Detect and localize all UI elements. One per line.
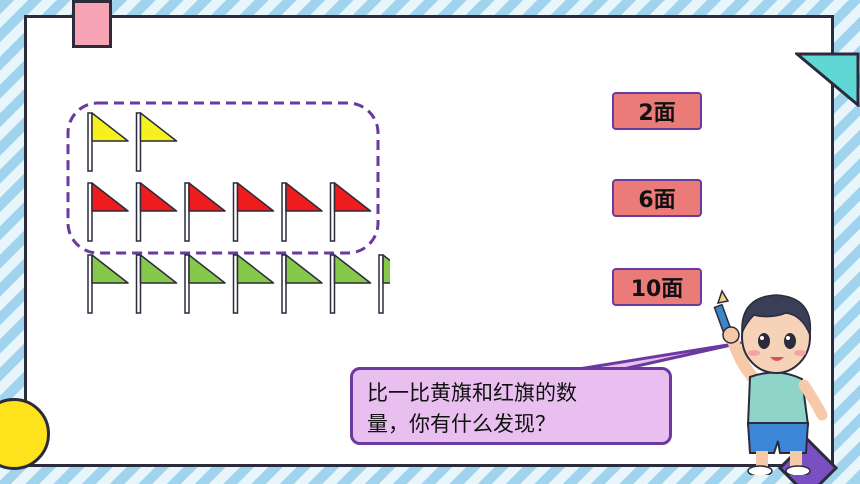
green-flag bbox=[281, 254, 323, 314]
green-count-label: 10面 bbox=[612, 268, 702, 306]
green-flag bbox=[135, 254, 178, 314]
red-flag bbox=[281, 182, 323, 242]
yellow-flag-row bbox=[87, 112, 178, 172]
question-line-2: 量，你有什么发现？ bbox=[367, 412, 556, 436]
green-flag bbox=[329, 254, 372, 314]
green-flag bbox=[378, 254, 390, 314]
green-flag bbox=[184, 254, 226, 314]
yellow-count-label: 2面 bbox=[612, 92, 702, 130]
question-line-1: 比一比黄旗和红旗的数 bbox=[367, 381, 577, 405]
yellow-red-group-outline bbox=[66, 101, 380, 255]
green-flag bbox=[87, 254, 129, 314]
pink-tab-decoration bbox=[72, 0, 112, 48]
flags-illustration bbox=[66, 101, 390, 314]
boy-with-pen-illustration bbox=[713, 289, 828, 475]
green-flag bbox=[232, 254, 275, 314]
question-speech-bubble: 比一比黄旗和红旗的数 量，你有什么发现？ bbox=[350, 367, 672, 445]
red-count-label: 6面 bbox=[612, 179, 702, 217]
red-flag bbox=[232, 182, 275, 242]
red-flag bbox=[87, 182, 129, 242]
teal-triangle-decoration bbox=[795, 52, 860, 107]
red-flag bbox=[184, 182, 226, 242]
red-flag bbox=[329, 182, 372, 242]
red-flag bbox=[135, 182, 178, 242]
green-flag-row bbox=[87, 254, 390, 314]
yellow-flag bbox=[135, 112, 178, 172]
red-flag-row bbox=[87, 182, 372, 242]
yellow-flag bbox=[87, 112, 129, 172]
